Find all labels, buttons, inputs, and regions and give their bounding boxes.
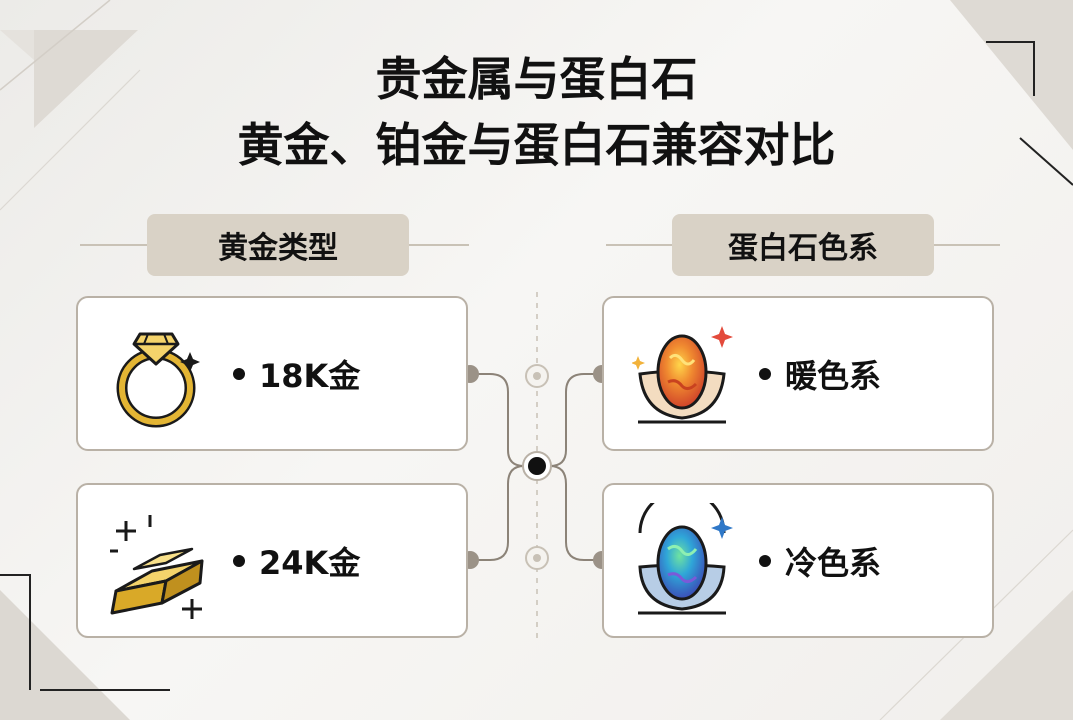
- page-subtitle: 黄金、铂金与蛋白石兼容对比: [237, 118, 836, 172]
- divider-line: [606, 244, 672, 246]
- card-warm-opal: 暖色系: [602, 296, 994, 451]
- opal-section-header: 蛋白石色系: [672, 214, 934, 276]
- item-label: 冷色系: [759, 485, 881, 636]
- divider-line: [80, 244, 147, 246]
- item-label: 24K金: [233, 485, 360, 636]
- gold-ring-icon: [116, 332, 200, 428]
- bullet-dot: [759, 554, 771, 567]
- gold-bar-icon: [110, 515, 204, 619]
- card-18k-gold: 18K金: [76, 296, 468, 451]
- item-label: 暖色系: [759, 298, 881, 449]
- divider-line: [934, 244, 1000, 246]
- card-24k-gold: 24K金: [76, 483, 468, 638]
- bullet-dot: [233, 554, 245, 567]
- card-cool-opal: 冷色系: [602, 483, 994, 638]
- cool-opal-icon: [638, 503, 733, 615]
- item-label: 18K金: [233, 298, 360, 449]
- bullet-dot: [759, 367, 771, 380]
- divider-line: [409, 244, 469, 246]
- warm-opal-icon: [632, 326, 733, 424]
- page-title: 贵金属与蛋白石: [375, 52, 698, 106]
- bullet-dot: [233, 367, 245, 380]
- gold-section-header: 黄金类型: [147, 214, 409, 276]
